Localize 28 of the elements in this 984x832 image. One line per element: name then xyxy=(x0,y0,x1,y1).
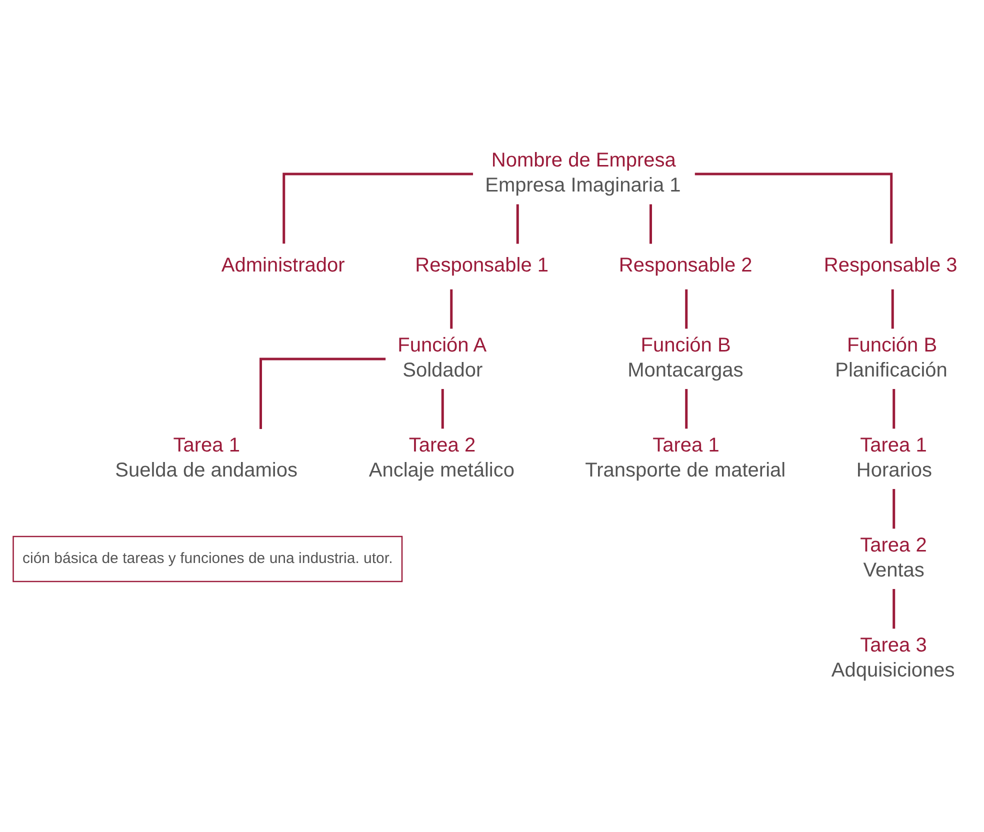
connector xyxy=(516,204,519,244)
connector xyxy=(685,288,688,328)
connector xyxy=(441,388,444,428)
node-text: Tarea 3 Adquisiciones xyxy=(831,634,955,681)
node-text: Tarea 1 Transporte de material xyxy=(585,434,786,481)
node-text: Función A Soldador xyxy=(398,334,487,381)
node-text: Responsable 3 xyxy=(824,254,958,276)
label: ción básica de tareas y funciones de una industria. utor. xyxy=(22,549,393,566)
connector xyxy=(282,172,474,244)
node-text: Responsable 1 xyxy=(415,254,549,276)
node-text: Responsable 2 xyxy=(618,254,752,276)
node-text: Tarea 1 Horarios xyxy=(856,434,932,481)
connector xyxy=(891,288,894,328)
connector xyxy=(892,388,896,428)
node-text: Tarea 2 Ventas xyxy=(860,534,927,581)
connector xyxy=(450,288,453,328)
node-text: Función B Planificación xyxy=(835,334,948,381)
node-text: Administrador xyxy=(221,254,345,276)
connector xyxy=(260,357,386,428)
node-text: Nombre de Empresa Empresa Imaginaria 1 xyxy=(485,148,681,196)
node-text: Tarea 1 Suelda de andamios xyxy=(115,434,298,481)
connector xyxy=(892,588,896,628)
connector xyxy=(685,388,688,428)
node-text: Función B Montacargas xyxy=(628,334,744,381)
node-text: Tarea 2 Anclaje metálico xyxy=(368,434,514,481)
connector xyxy=(694,172,893,244)
connector xyxy=(892,488,896,528)
connector xyxy=(650,204,652,244)
